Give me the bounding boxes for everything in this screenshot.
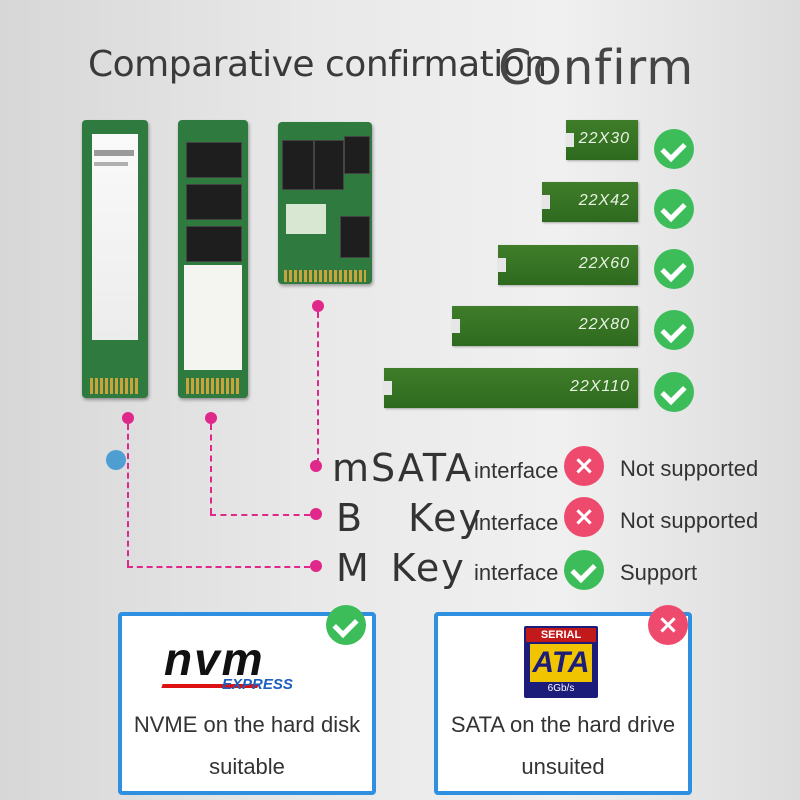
cross-icon: × [648, 605, 688, 645]
interface-status: Support [620, 560, 698, 585]
connector-line [210, 424, 212, 514]
ssd-m-key-image [82, 120, 148, 470]
size-stick-22x80: 22X80 [452, 306, 638, 346]
serial-ata-logo: SERIAL ATA 6Gb/s [524, 626, 598, 698]
size-label: 22X60 [578, 255, 630, 272]
size-stick-22x110: 22X110 [384, 368, 638, 408]
interface-name-msata: mSATA [332, 446, 474, 490]
check-icon [654, 249, 694, 289]
logo-top: SERIAL [526, 628, 596, 642]
connector-dot [205, 412, 217, 424]
cross-icon: × [564, 497, 604, 537]
check-icon [654, 129, 694, 169]
connector-dot [310, 460, 322, 472]
connector-line [127, 566, 310, 568]
check-icon [654, 189, 694, 229]
sata-box: SERIAL ATA 6Gb/s SATA on the hard drive … [434, 612, 692, 795]
interface-status: Not supported [620, 456, 759, 481]
size-stick-22x60: 22X60 [498, 245, 638, 285]
title-accent: Confirm [498, 40, 695, 96]
connector-dot [310, 508, 322, 520]
cross-icon: × [564, 446, 604, 486]
box-line1: NVME on the hard disk [133, 712, 361, 737]
interface-suffix: interface [474, 458, 559, 483]
size-label: 22X30 [578, 130, 630, 147]
check-icon [654, 372, 694, 412]
interface-status: Not supported [620, 508, 759, 533]
logo-main: ATA [530, 644, 592, 682]
connector-line [127, 424, 129, 566]
box-line1: SATA on the hard drive [450, 712, 676, 737]
logo-sub: EXPRESS [222, 676, 293, 693]
box-line2: unsuited [521, 754, 605, 779]
size-stick-22x30: 22X30 [566, 120, 638, 160]
interface-suffix: interface [474, 510, 559, 535]
nvme-box: nvm EXPRESS NVME on the hard disk suitab… [118, 612, 376, 795]
connector-line [210, 514, 310, 516]
connector-dot [310, 560, 322, 572]
size-label: 22X80 [578, 316, 630, 333]
connector-dot [122, 412, 134, 424]
logo-sub: 6Gb/s [547, 683, 575, 694]
connector-line [317, 312, 319, 464]
nvm-express-logo: nvm EXPRESS [161, 632, 332, 702]
connector-dot [312, 300, 324, 312]
size-label: 22X110 [570, 378, 630, 395]
title-lead: Comparative confirmation [88, 44, 547, 85]
ssd-b-key-image [178, 120, 248, 398]
size-stick-22x42: 22X42 [542, 182, 638, 222]
logo-main: nvm [164, 633, 265, 685]
check-icon [326, 605, 366, 645]
box-line2: suitable [209, 754, 285, 779]
check-icon [564, 550, 604, 590]
ssd-msata-image [278, 122, 372, 284]
check-icon [654, 310, 694, 350]
interface-suffix: interface [474, 560, 559, 585]
size-label: 22X42 [578, 192, 630, 209]
